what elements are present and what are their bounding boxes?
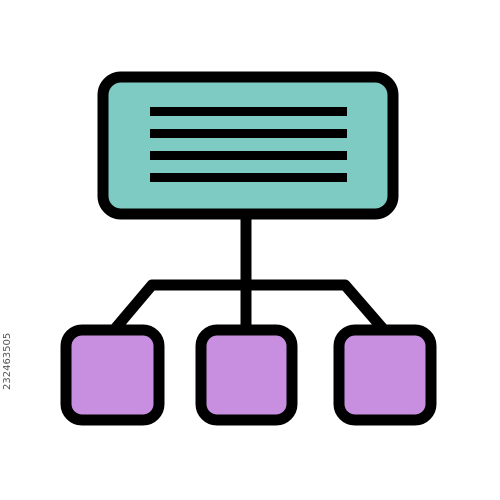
square-node-icon [60, 324, 165, 426]
text-line [150, 107, 347, 116]
header-box [97, 71, 399, 220]
stock-id-label: 232463505 [2, 332, 13, 390]
square-node-icon [195, 324, 298, 426]
document-box-icon [97, 71, 399, 220]
square-node-icon [333, 324, 437, 426]
text-line [150, 129, 347, 138]
connector-lines [106, 208, 392, 338]
left-branch-line [106, 279, 252, 338]
text-line [150, 151, 347, 160]
text-line [150, 173, 347, 182]
right-branch-line [240, 279, 392, 338]
text-lines [150, 107, 347, 182]
child-nodes [60, 324, 437, 426]
